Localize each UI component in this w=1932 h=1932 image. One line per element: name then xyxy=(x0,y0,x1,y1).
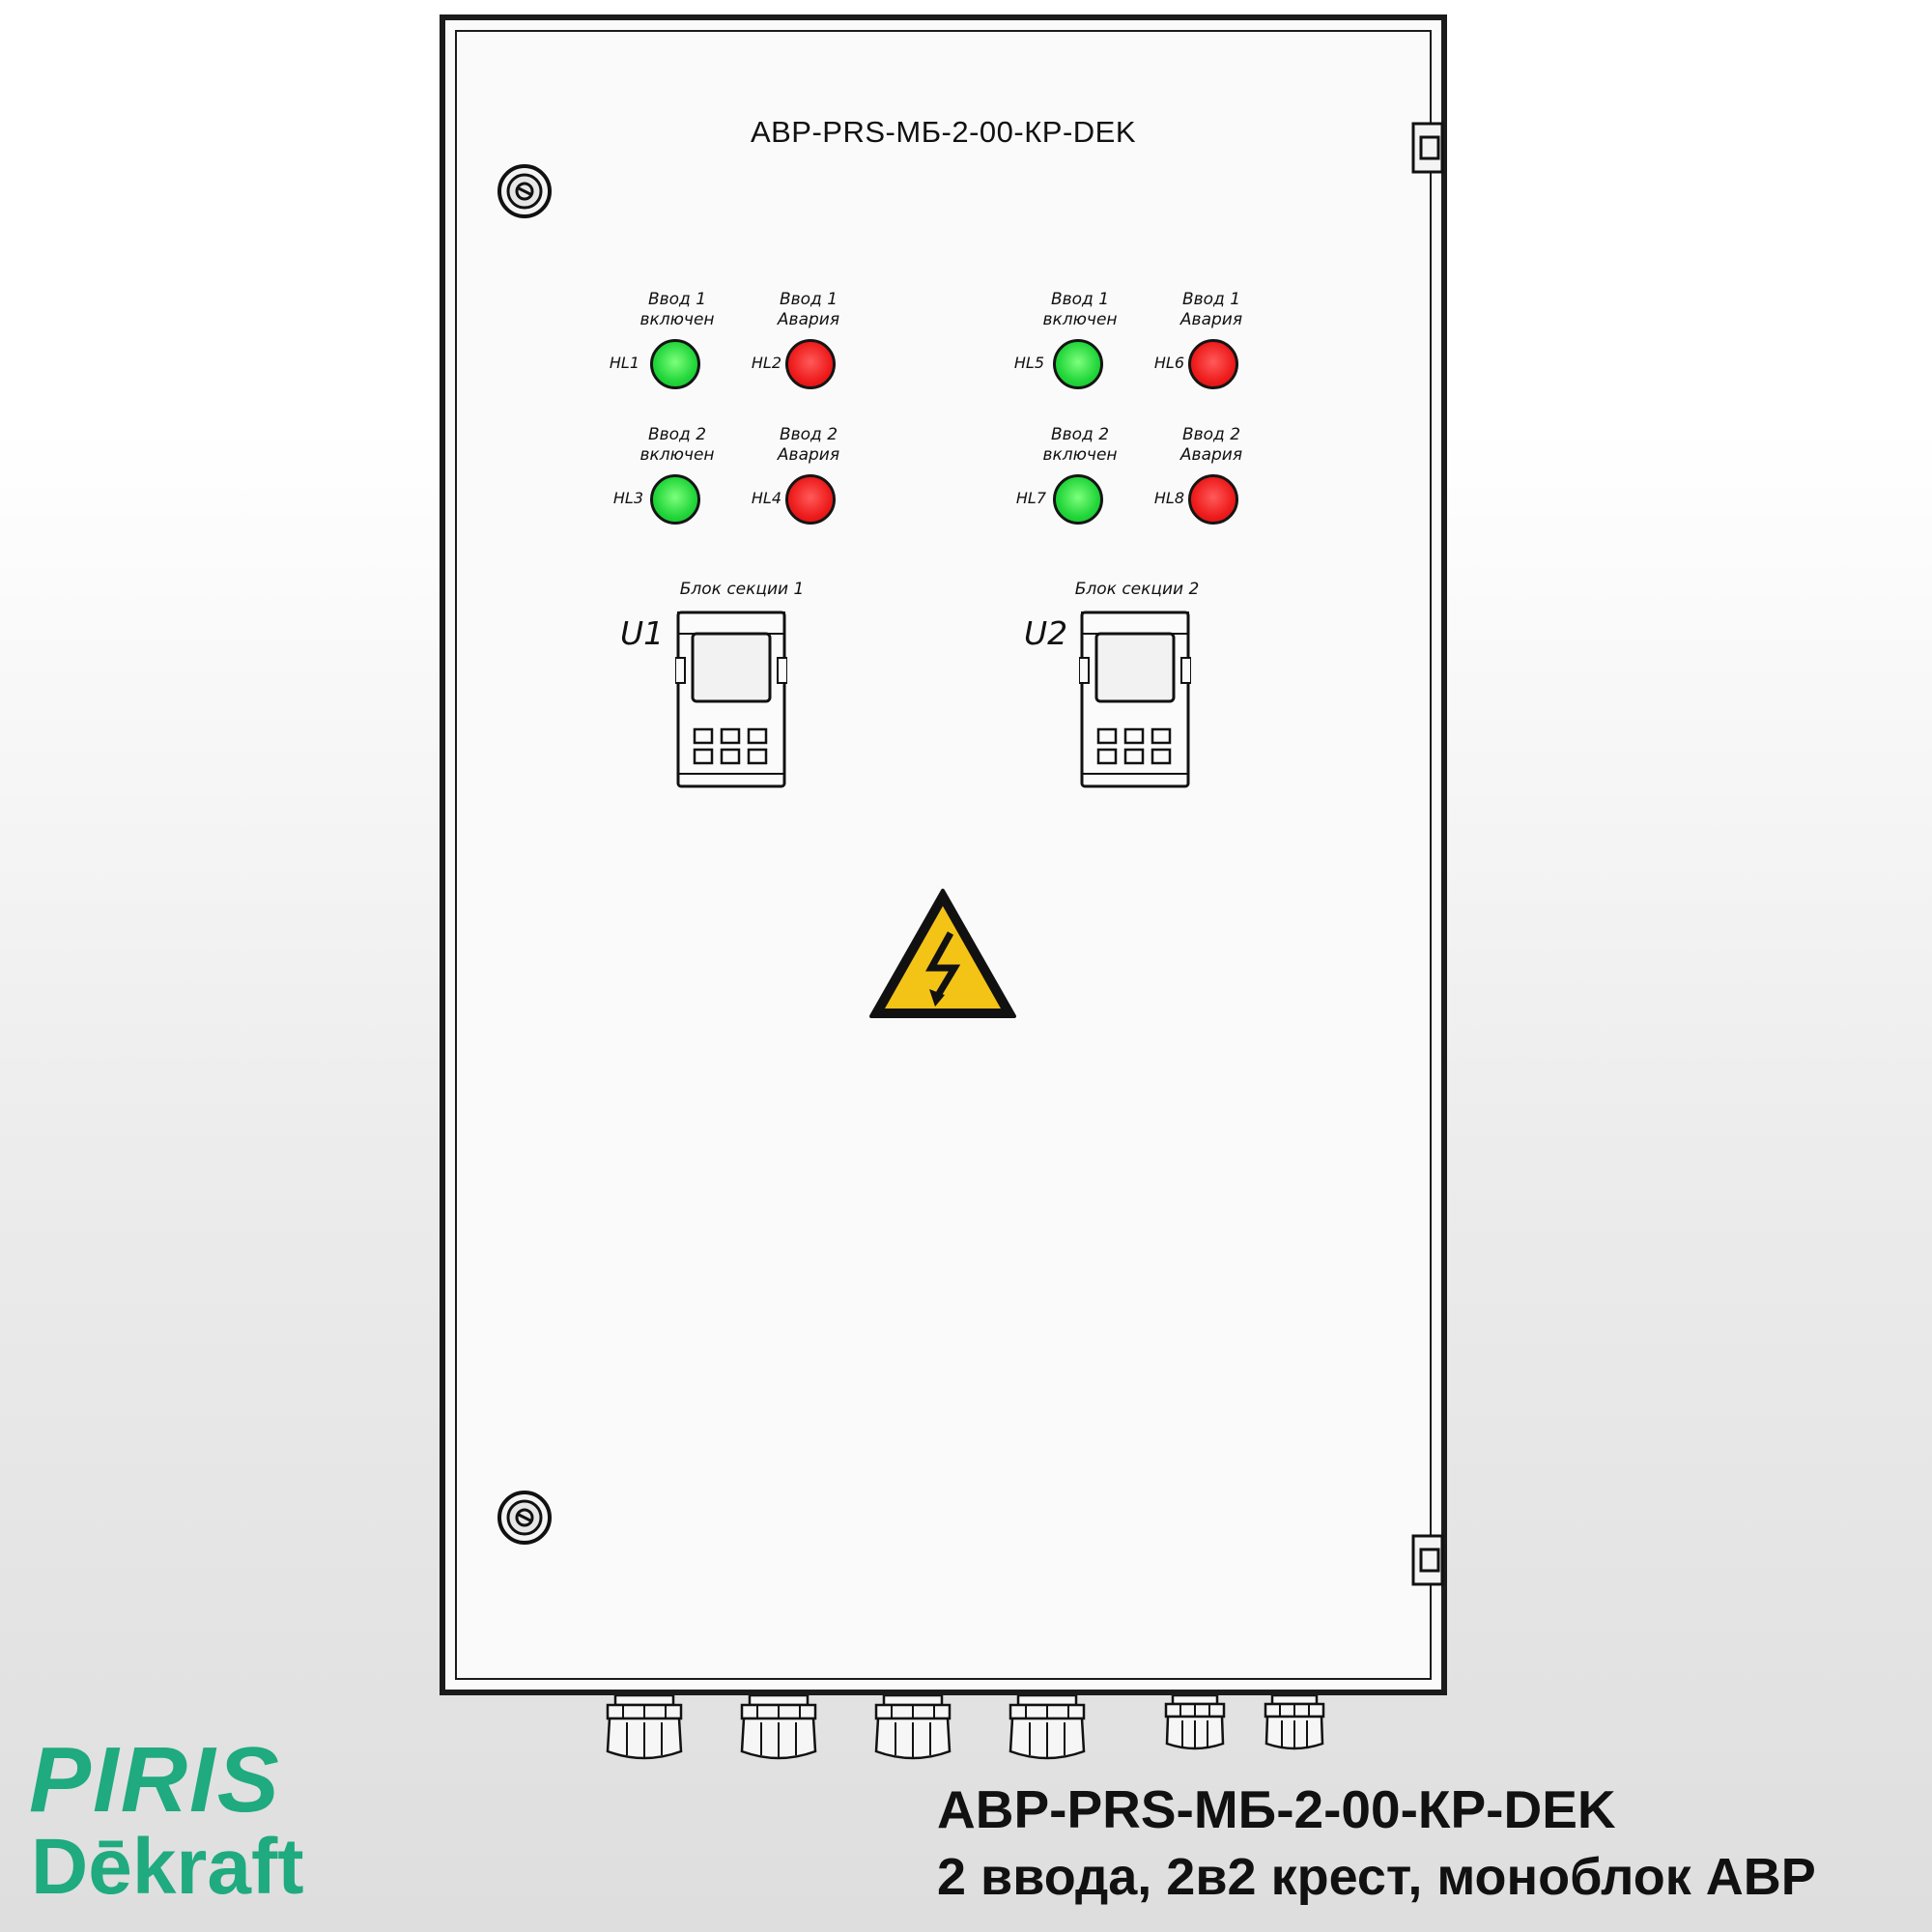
cabinet-door: АВР-PRS-МБ-2-00-КР-DEK xyxy=(440,14,1447,1695)
lamp-code-hl2: HL2 xyxy=(751,354,781,372)
door-lock-icon xyxy=(497,1491,552,1545)
lamp-code-hl4: HL4 xyxy=(751,489,781,507)
indicator-lamp-red xyxy=(1188,474,1238,525)
indicator-lamp-red xyxy=(785,474,836,525)
lamp-label-line2: включен xyxy=(1042,445,1118,465)
lamp-code-hl1: HL1 xyxy=(609,354,639,372)
unit-code-u2: U2 xyxy=(1024,614,1068,652)
lamp-code-hl7: HL7 xyxy=(1015,489,1046,507)
indicator-lamp-green xyxy=(1053,339,1103,389)
lamp-label-hl3: Ввод 2 включен xyxy=(619,425,735,466)
lamp-label-line1: Ввод 1 xyxy=(647,290,707,309)
indicator-lamp-red xyxy=(785,339,836,389)
cable-gland-icon xyxy=(874,1695,952,1760)
cable-gland-icon xyxy=(606,1695,683,1760)
lamp-code-hl3: HL3 xyxy=(612,489,643,507)
lamp-label-line1: Ввод 1 xyxy=(1181,290,1241,309)
lamp-label-hl5: Ввод 1 включен xyxy=(1022,290,1138,330)
product-model: АВР-PRS-МБ-2-00-КР-DEK xyxy=(937,1779,1616,1839)
unit-label-u2: Блок секции 2 xyxy=(1074,580,1200,599)
product-description: 2 ввода, 2в2 крест, моноблок АВР xyxy=(937,1848,1816,1906)
lamp-label-line2: включен xyxy=(639,445,715,465)
lamp-label-hl1: Ввод 1 включен xyxy=(619,290,735,330)
indicator-lamp-red xyxy=(1188,339,1238,389)
unit-label-u1: Блок секции 1 xyxy=(679,580,805,599)
unit-code-u1: U1 xyxy=(620,614,665,652)
cabinet-door-frame xyxy=(455,30,1432,1680)
lamp-label-hl6: Ввод 1 Авария xyxy=(1153,290,1269,330)
lamp-label-line2: включен xyxy=(1042,310,1118,329)
lamp-label-hl4: Ввод 2 Авария xyxy=(751,425,867,466)
lamp-label-line2: Авария xyxy=(1179,310,1243,329)
lamp-label-line1: Ввод 1 xyxy=(1050,290,1110,309)
brand-logo: PIRIS Dēkraft xyxy=(29,1734,357,1908)
lamp-label-line2: Авария xyxy=(777,310,840,329)
logo-dekraft: Dēkraft xyxy=(31,1823,304,1911)
lamp-label-line2: Авария xyxy=(1179,445,1243,465)
lamp-label-line1: Ввод 2 xyxy=(647,425,707,444)
high-voltage-warning-icon xyxy=(869,889,1016,1018)
ats-controller-icon xyxy=(675,611,787,788)
lamp-label-line1: Ввод 2 xyxy=(1050,425,1110,444)
indicator-lamp-green xyxy=(650,474,700,525)
cable-gland-small-icon xyxy=(1164,1695,1226,1750)
indicator-lamp-green xyxy=(1053,474,1103,525)
door-hinge-icon xyxy=(1411,122,1444,174)
lamp-label-hl2: Ввод 1 Авария xyxy=(751,290,867,330)
cabinet-title: АВР-PRS-МБ-2-00-КР-DEK xyxy=(750,115,1137,149)
lamp-code-hl8: HL8 xyxy=(1153,489,1184,507)
lamp-label-hl7: Ввод 2 включен xyxy=(1022,425,1138,466)
lamp-label-line1: Ввод 2 xyxy=(779,425,838,444)
door-lock-icon xyxy=(497,164,552,218)
lamp-label-hl8: Ввод 2 Авария xyxy=(1153,425,1269,466)
cable-gland-icon xyxy=(1009,1695,1086,1760)
lamp-label-line2: Авария xyxy=(777,445,840,465)
cable-gland-small-icon xyxy=(1264,1695,1325,1750)
cable-gland-icon xyxy=(740,1695,817,1760)
indicator-lamp-green xyxy=(650,339,700,389)
lamp-label-line1: Ввод 2 xyxy=(1181,425,1241,444)
ats-controller-icon xyxy=(1079,611,1191,788)
logo-piris: PIRIS xyxy=(29,1728,281,1832)
product-caption: АВР-PRS-МБ-2-00-КР-DEK 2 ввода, 2в2 крес… xyxy=(937,1776,1816,1911)
lamp-label-line2: включен xyxy=(639,310,715,329)
door-hinge-icon xyxy=(1411,1534,1444,1586)
lamp-code-hl6: HL6 xyxy=(1153,354,1184,372)
lamp-label-line1: Ввод 1 xyxy=(779,290,838,309)
lamp-code-hl5: HL5 xyxy=(1013,354,1044,372)
